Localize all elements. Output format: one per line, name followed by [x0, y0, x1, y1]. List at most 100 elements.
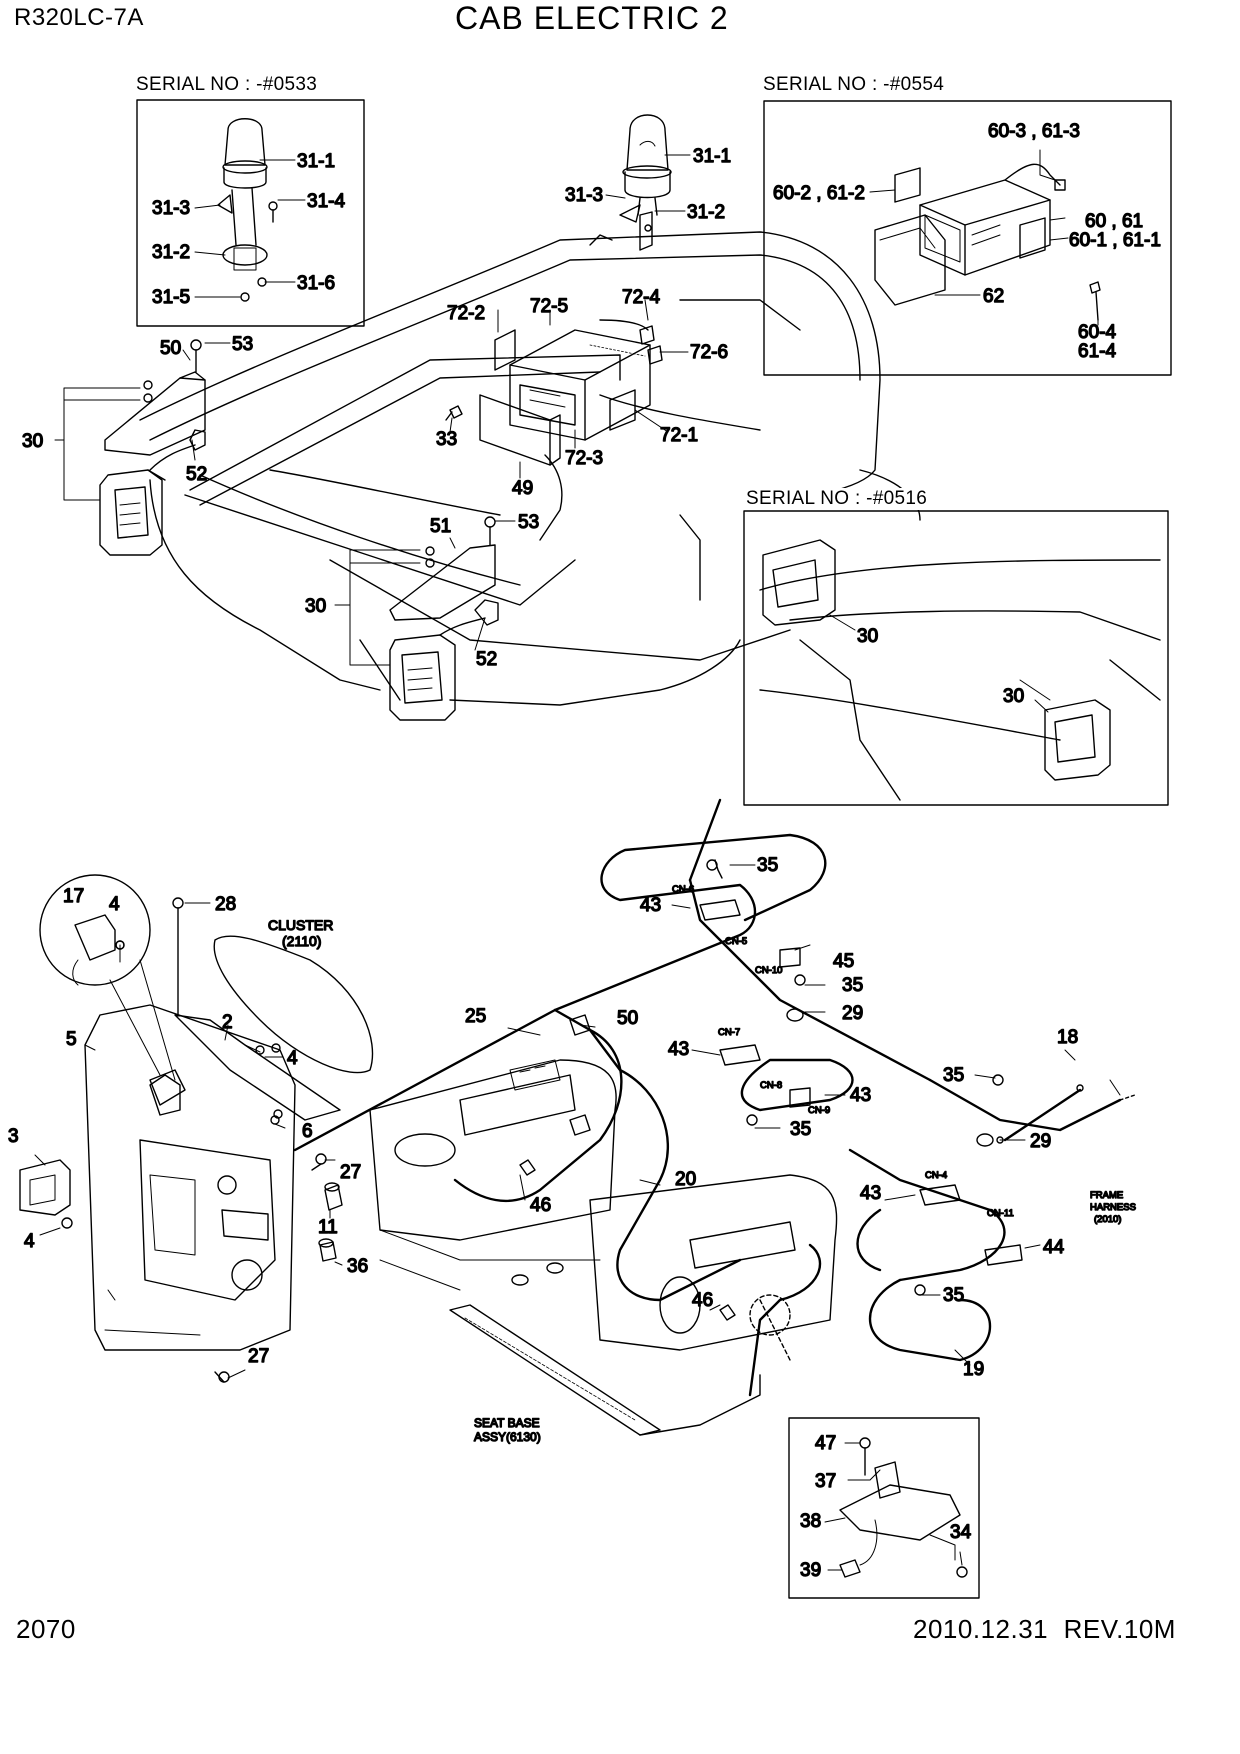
callout-28: 28: [215, 894, 236, 915]
callout-51: 51: [430, 516, 451, 537]
callout-4-bracket: 4: [287, 1048, 298, 1069]
dome-light-inset: [749, 1294, 980, 1599]
callout-43-d: 43: [860, 1183, 881, 1204]
seat-base-ref-note: ASSY(6130): [474, 1430, 541, 1444]
callout-50-harness: 50: [617, 1008, 638, 1029]
callout-46-b: 46: [692, 1290, 713, 1311]
cluster-bracket: [172, 897, 374, 1125]
connector-cn-7: CN-7: [718, 1027, 740, 1038]
harness-note: HARNESS: [1090, 1202, 1136, 1213]
radio-serial-label: SERIAL NO : -#0554: [763, 74, 945, 95]
callout-30-right: 30: [305, 596, 326, 617]
connector-cn-6: CN-6: [672, 884, 694, 895]
page-title: CAB ELECTRIC 2: [455, 0, 729, 36]
callout-34: 34: [950, 1522, 972, 1543]
callout-60-2: 60-2 , 61-2: [773, 183, 865, 204]
callout-4-detail: 4: [109, 894, 120, 915]
callout-30-left: 30: [22, 431, 43, 452]
frame-note: FRAME: [1090, 1190, 1123, 1201]
model-number: R320LC-7A: [14, 4, 144, 31]
seat-base-note: SEAT BASE: [474, 1416, 540, 1430]
connector-cn-10: CN-10: [755, 965, 782, 976]
callout-20: 20: [675, 1169, 696, 1190]
callout-31-2-inset: 31-2: [152, 242, 190, 263]
lamp-serial-label: SERIAL NO : -#0516: [746, 488, 930, 510]
callout-18: 18: [1057, 1027, 1078, 1048]
callout-31-6: 31-6: [297, 273, 335, 294]
callout-44: 44: [1043, 1237, 1065, 1258]
callout-62: 62: [983, 286, 1004, 307]
callout-52-left: 52: [186, 464, 207, 485]
callout-27-lower: 27: [248, 1346, 269, 1367]
callout-31-5: 31-5: [152, 287, 190, 308]
cab-roof-drawing: [139, 231, 921, 706]
callout-29-a: 29: [842, 1003, 863, 1024]
callout-30-inset-a: 30: [857, 626, 878, 647]
callout-37: 37: [815, 1471, 836, 1492]
callout-72-1: 72-1: [660, 425, 698, 446]
connector-cn-4: CN-4: [925, 1170, 947, 1181]
cluster-ref-note: (2110): [282, 933, 321, 949]
callout-35-b: 35: [842, 975, 863, 996]
callout-50-upper: 50: [160, 338, 181, 359]
callout-72-3: 72-3: [565, 448, 603, 469]
callout-25: 25: [465, 1006, 486, 1027]
callout-45: 45: [833, 951, 854, 972]
callout-4-lower: 4: [24, 1231, 35, 1252]
callout-27-upper: 27: [340, 1162, 361, 1183]
cluster-note: CLUSTER: [268, 917, 333, 933]
callout-35-a: 35: [757, 855, 778, 876]
callout-17: 17: [63, 886, 84, 907]
callout-72-4: 72-4: [622, 287, 660, 308]
lamp-inset: [743, 510, 1169, 806]
callout-60-3: 60-3 , 61-3: [988, 121, 1080, 142]
operator-console: [369, 1059, 838, 1436]
radio-inset: [763, 100, 1172, 376]
callout-31-4: 31-4: [307, 191, 345, 212]
callout-3: 3: [8, 1126, 19, 1147]
radio-assembly: [445, 319, 663, 466]
callout-49: 49: [512, 478, 533, 499]
connector-cn-9: CN-9: [808, 1105, 830, 1116]
callout-30-inset-b: 30: [1003, 686, 1024, 707]
callout-43-b: 43: [668, 1039, 689, 1060]
callout-43-a: 43: [640, 895, 661, 916]
callout-19: 19: [963, 1359, 984, 1380]
wiring-harness: [293, 798, 1122, 1397]
connector-cn-5: CN-5: [725, 936, 747, 947]
callout-31-1-inset: 31-1: [297, 151, 335, 172]
callout-47: 47: [815, 1433, 836, 1454]
callout-labels: 31-1 31-3 31-4 31-2 31-5 31-6 31-1 31-3 …: [7, 120, 1161, 1581]
callout-72-2: 72-2: [447, 303, 485, 324]
callout-6: 6: [302, 1121, 313, 1142]
harness-ref-note: (2010): [1094, 1214, 1121, 1225]
callout-33: 33: [436, 429, 457, 450]
callout-31-3: 31-3: [565, 185, 603, 206]
callout-35-d: 35: [943, 1065, 964, 1086]
callout-72-5: 72-5: [530, 296, 568, 317]
connector-cn-11: CN-11: [987, 1208, 1014, 1219]
callout-60: 60 , 61: [1085, 211, 1143, 232]
callout-5: 5: [66, 1029, 77, 1050]
callout-60-4: 60-4: [1078, 322, 1116, 343]
harness-clips: [569, 859, 1136, 1296]
leader-lines: [34, 149, 1121, 1571]
beacon-lamp: [619, 114, 672, 251]
callout-2: 2: [222, 1012, 233, 1033]
left-work-lamp: [99, 339, 206, 556]
callout-43-c: 43: [850, 1085, 871, 1106]
small-parts: [61, 940, 343, 1383]
callout-29-b: 29: [1030, 1131, 1051, 1152]
diagram-notes: CLUSTER (2110) FRAME HARNESS (2010) SEAT…: [267, 883, 1136, 1444]
callout-31-1: 31-1: [693, 146, 731, 167]
callout-72-6: 72-6: [690, 342, 728, 363]
detail-circle: [39, 874, 186, 1106]
callout-36: 36: [347, 1256, 368, 1277]
callout-46-a: 46: [530, 1195, 551, 1216]
callout-53-upper: 53: [232, 334, 253, 355]
callout-31-2: 31-2: [687, 202, 725, 223]
connector-cn-8: CN-8: [760, 1080, 782, 1091]
callout-35-e: 35: [943, 1285, 964, 1306]
revision-date: 2010.12.31 REV.10M: [913, 1614, 1176, 1644]
